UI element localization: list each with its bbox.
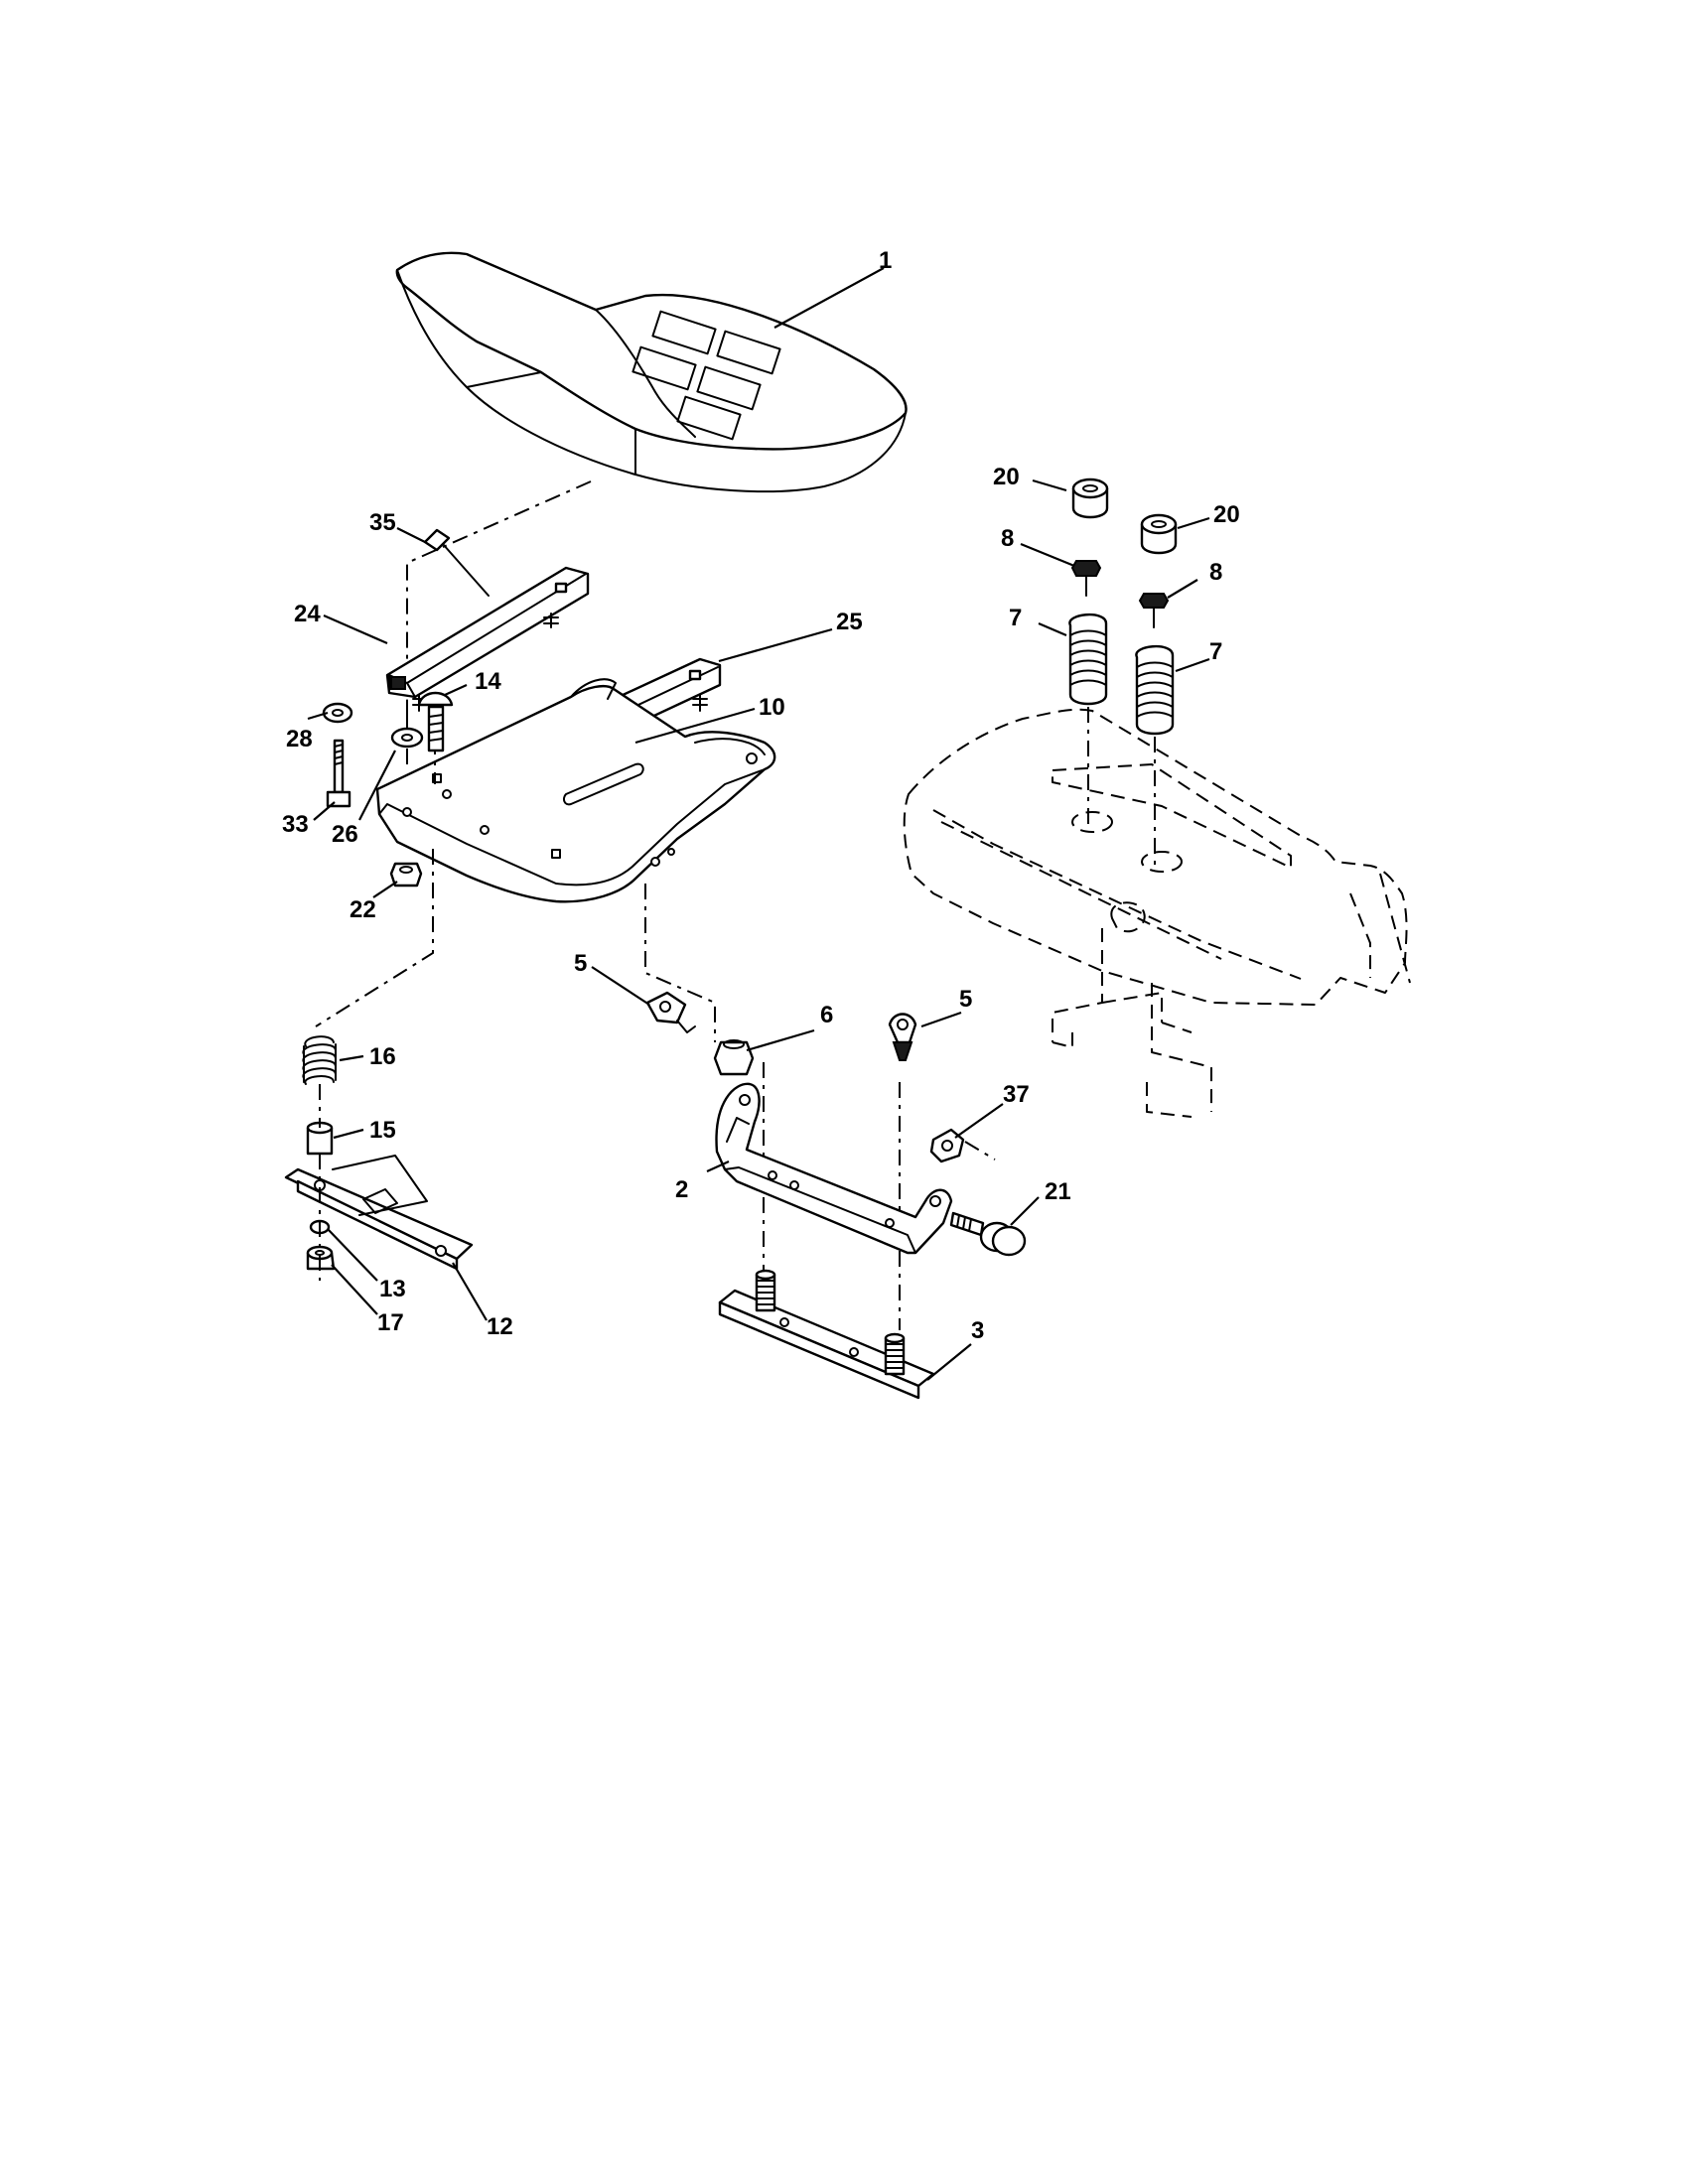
callout-5-right: 5 — [959, 986, 972, 1013]
callout-37: 37 — [1003, 1081, 1030, 1108]
callout-25: 25 — [836, 609, 863, 635]
callout-20-left: 20 — [993, 464, 1020, 490]
spacer-part-15 — [306, 1121, 334, 1156]
stud-plate-part — [718, 1269, 935, 1400]
callout-5-left: 5 — [574, 950, 587, 977]
spacer-part-20-left — [1071, 478, 1109, 519]
bolt-part-33 — [326, 739, 351, 808]
nut-part-6 — [713, 1039, 755, 1076]
callout-17: 17 — [377, 1309, 404, 1336]
carriage-bolt-part — [417, 691, 454, 752]
spacer-part-20-right — [1140, 513, 1178, 555]
callout-2: 2 — [675, 1176, 688, 1203]
seat-pan-bracket — [375, 678, 776, 903]
shoulder-bolt-part — [949, 1211, 1027, 1257]
callout-13: 13 — [379, 1276, 406, 1302]
callout-33: 33 — [282, 811, 309, 838]
fender-phantom — [903, 708, 1411, 1118]
callout-35: 35 — [369, 509, 396, 536]
callout-12: 12 — [487, 1313, 513, 1340]
callout-21: 21 — [1045, 1178, 1071, 1205]
pin-part — [423, 528, 490, 597]
callout-8-right: 8 — [1209, 559, 1222, 586]
callout-7-left: 7 — [1009, 605, 1022, 631]
spring-part-16 — [302, 1035, 337, 1085]
callout-26: 26 — [332, 821, 358, 848]
callout-28: 28 — [286, 726, 313, 752]
washer-part-26 — [390, 727, 424, 749]
leader-lines — [307, 267, 1210, 1381]
callout-6: 6 — [820, 1002, 833, 1028]
seat-rail-left — [385, 566, 590, 712]
screw-part-8-right — [1138, 593, 1170, 628]
callout-15: 15 — [369, 1117, 396, 1144]
seat-bracket-part — [715, 1082, 953, 1255]
callout-3: 3 — [971, 1317, 984, 1344]
callout-labels: 1 2 3 5 5 6 7 7 8 8 10 12 13 14 15 16 17… — [282, 247, 1240, 1344]
spring-part-7-left — [1068, 613, 1108, 706]
washer-part-28 — [322, 702, 353, 724]
spring-part-7-right — [1135, 644, 1175, 736]
callout-22: 22 — [350, 896, 376, 923]
callout-20-right: 20 — [1213, 501, 1240, 528]
callout-24: 24 — [294, 601, 321, 627]
clip-part-left — [645, 991, 696, 1033]
callout-1: 1 — [879, 247, 892, 274]
screw-part-8-left — [1070, 560, 1102, 597]
nut-part-22 — [389, 862, 423, 887]
callout-8-left: 8 — [1001, 525, 1014, 552]
callout-7-right: 7 — [1209, 638, 1222, 665]
callout-16: 16 — [369, 1043, 396, 1070]
adjuster-plate-part — [284, 1155, 474, 1271]
callout-10: 10 — [759, 694, 785, 721]
clip-part-right — [888, 1013, 917, 1061]
seat-part — [395, 251, 908, 493]
callout-14: 14 — [475, 668, 501, 695]
